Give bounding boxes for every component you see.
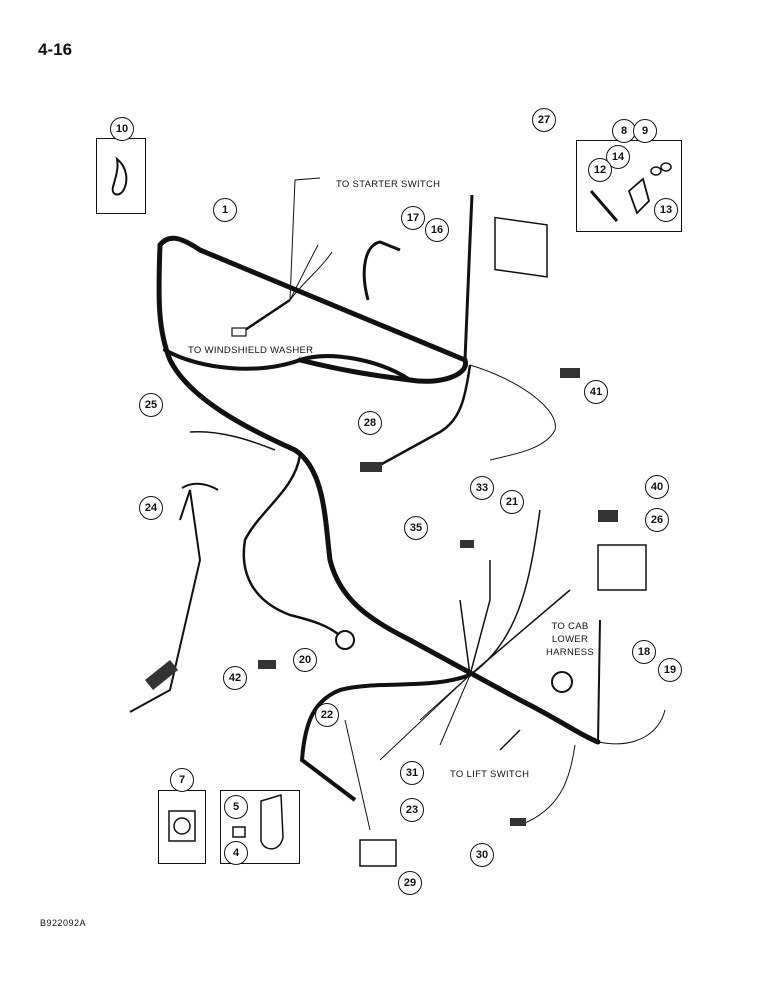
- callout-20: 20: [293, 648, 317, 672]
- label-cab-line1: TO CAB: [551, 621, 589, 632]
- clamp-7-icon: [168, 810, 196, 842]
- connector-40: [598, 510, 618, 522]
- connector-washer: [231, 327, 247, 337]
- callout-40: 40: [645, 475, 669, 499]
- upper-harness-loop: [157, 235, 468, 384]
- callout-4: 4: [224, 841, 248, 865]
- connector-20: [335, 630, 355, 650]
- callout-30: 30: [470, 843, 494, 867]
- wire-hub-1: [459, 599, 471, 676]
- inset-7: [158, 790, 206, 864]
- main-harness: [156, 242, 601, 745]
- callout-22: 22: [315, 703, 339, 727]
- clamp-4-5-icon: [232, 794, 284, 850]
- wire-30: [519, 744, 576, 826]
- callout-33: 33: [470, 476, 494, 500]
- clamp-10-icon: [111, 156, 128, 196]
- branch-25: [189, 430, 276, 451]
- callout-31: 31: [400, 761, 424, 785]
- wire-hub-6: [379, 674, 471, 761]
- lower-harness-left: [299, 673, 471, 802]
- callout-41: 41: [584, 380, 608, 404]
- fuel-sender-rod: [129, 489, 202, 713]
- callout-19: 19: [658, 658, 682, 682]
- callout-42: 42: [223, 666, 247, 690]
- callout-12: 12: [588, 158, 612, 182]
- label-cab-line2: LOWER: [551, 634, 589, 645]
- connector-42: [258, 660, 276, 669]
- connector-35: [460, 540, 474, 548]
- callout-5: 5: [224, 795, 248, 819]
- valve-29: [359, 839, 397, 867]
- wire-starter-3: [289, 251, 333, 301]
- callout-27: 27: [532, 108, 556, 132]
- connector-28: [360, 462, 382, 472]
- connector-cab: [551, 671, 573, 693]
- wire-18: [597, 709, 666, 745]
- callout-16: 16: [425, 218, 449, 242]
- callout-17: 17: [401, 206, 425, 230]
- callout-24: 24: [139, 496, 163, 520]
- wire-washer: [244, 298, 291, 332]
- connector-41: [560, 368, 580, 378]
- callout-10: 10: [110, 117, 134, 141]
- branch-27: [463, 194, 474, 361]
- callout-13: 13: [654, 198, 678, 222]
- wire-26: [597, 619, 601, 743]
- connector-30: [510, 818, 526, 826]
- callout-29: 29: [398, 871, 422, 895]
- label-to-cab-lower-harness: TO CAB LOWER HARNESS: [540, 620, 600, 659]
- wire-29: [344, 719, 371, 831]
- inset-10: [96, 138, 146, 214]
- callout-28: 28: [358, 411, 382, 435]
- callout-35: 35: [404, 516, 428, 540]
- callout-23: 23: [400, 798, 424, 822]
- callout-18: 18: [632, 640, 656, 664]
- wire-hub-7: [469, 589, 571, 676]
- wire-right: [469, 364, 556, 461]
- fuel-sender-top: [181, 482, 219, 491]
- wire-hub-5: [439, 674, 471, 746]
- wire-hub-2: [469, 560, 491, 676]
- label-to-starter-switch: TO STARTER SWITCH: [336, 179, 441, 190]
- fuel-sender-float: [145, 660, 178, 690]
- label-to-windshield-washer: TO WINDSHIELD WASHER: [188, 345, 314, 356]
- branch-28: [379, 364, 472, 467]
- callout-7: 7: [170, 768, 194, 792]
- label-to-lift-switch: TO LIFT SWITCH: [450, 769, 530, 780]
- wire-hub-3: [469, 509, 541, 676]
- branch-17: [362, 240, 401, 301]
- page-number: 4-16: [38, 40, 73, 59]
- branch-20: [242, 454, 346, 641]
- wire-starter: [289, 177, 321, 301]
- callout-25: 25: [139, 393, 163, 417]
- wire-lift: [499, 729, 521, 751]
- inner-harness-line: [163, 348, 412, 382]
- callout-21: 21: [500, 490, 524, 514]
- lamp-26: [597, 544, 647, 591]
- callout-9: 9: [633, 119, 657, 143]
- label-cab-line3: HARNESS: [545, 647, 595, 658]
- wire-starter-2: [289, 244, 319, 301]
- bracket-hardware-icon: [589, 162, 672, 222]
- callout-26: 26: [645, 508, 669, 532]
- callout-1: 1: [213, 198, 237, 222]
- module-27: [494, 216, 548, 278]
- figure-code: B922092A: [40, 918, 87, 928]
